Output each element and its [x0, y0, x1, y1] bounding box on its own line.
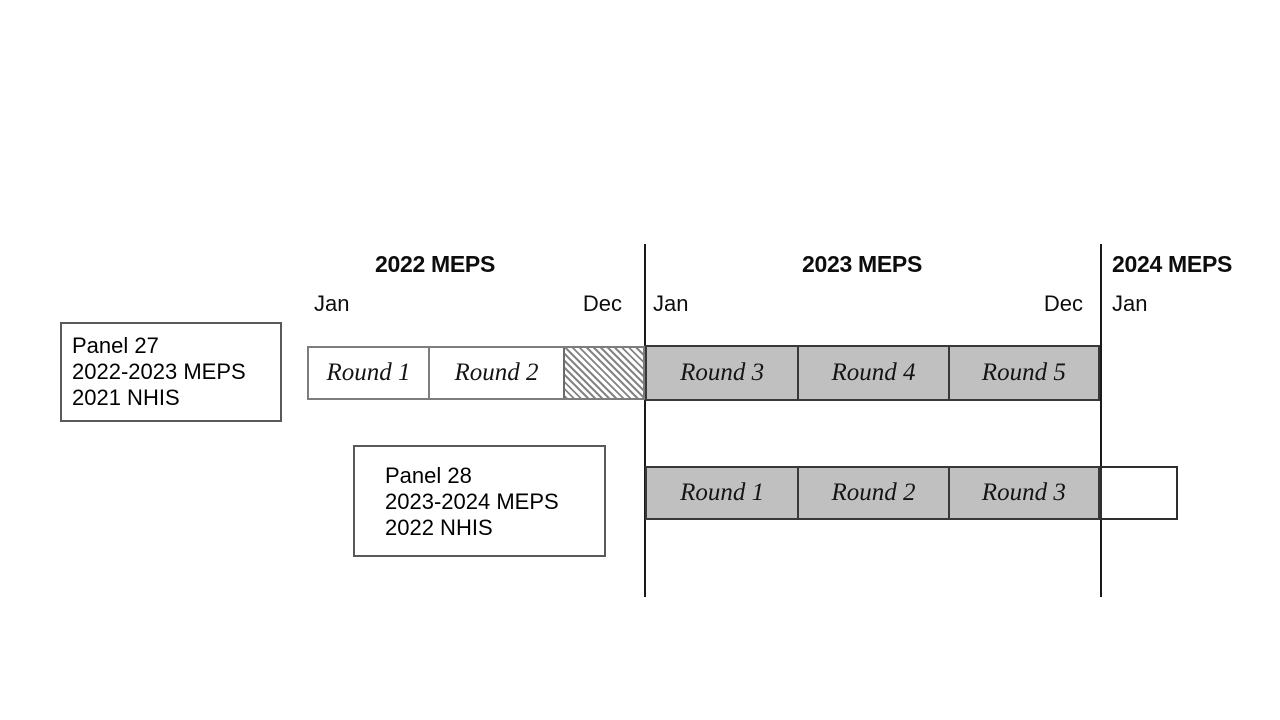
panel27-round3-cell: Round 3	[647, 347, 798, 399]
panel28-name: Panel 28	[385, 463, 472, 488]
month-label-jan-2023: Jan	[653, 291, 689, 316]
year-header-2023: 2023 MEPS	[801, 251, 923, 277]
panel27-meps-years: 2022-2023 MEPS	[72, 359, 246, 384]
month-label-dec-2022: Dec	[582, 291, 622, 316]
panel28-nhis-year: 2022 NHIS	[385, 515, 493, 540]
panel27-hatched-gap-cell	[563, 348, 643, 398]
panel28-round2-cell: Round 2	[797, 468, 948, 518]
panel28-2024-empty-continuation-box	[1100, 466, 1178, 520]
panel27-nhis-year: 2021 NHIS	[72, 385, 180, 410]
month-label-dec-2023: Dec	[1043, 291, 1083, 316]
month-label-jan-2022: Jan	[314, 291, 350, 316]
panel28-label-box: Panel 28 2023-2024 MEPS 2022 NHIS	[353, 445, 606, 557]
panel27-2022-round-bar: Round 1 Round 2	[307, 346, 645, 400]
panel27-name: Panel 27	[72, 333, 159, 358]
panel27-round1-cell: Round 1	[309, 348, 430, 398]
panel28-round1-cell: Round 1	[647, 468, 798, 518]
panel27-label-box: Panel 27 2022-2023 MEPS 2021 NHIS	[60, 322, 282, 422]
month-label-jan-2024: Jan	[1112, 291, 1148, 316]
year-divider-line-2024	[1100, 244, 1102, 597]
year-header-2022: 2022 MEPS	[374, 251, 496, 277]
panel27-round2-cell: Round 2	[430, 348, 563, 398]
panel27-2023-round-bar: Round 3 Round 4 Round 5	[645, 345, 1100, 401]
panel28-round3-cell: Round 3	[947, 468, 1098, 518]
panel28-2023-round-bar: Round 1 Round 2 Round 3	[645, 466, 1100, 520]
panel27-round5-cell: Round 5	[947, 347, 1098, 399]
year-header-2024: 2024 MEPS	[1112, 251, 1233, 277]
panel27-round4-cell: Round 4	[797, 347, 948, 399]
year-divider-line-2023	[644, 244, 646, 597]
panel28-meps-years: 2023-2024 MEPS	[385, 489, 559, 514]
